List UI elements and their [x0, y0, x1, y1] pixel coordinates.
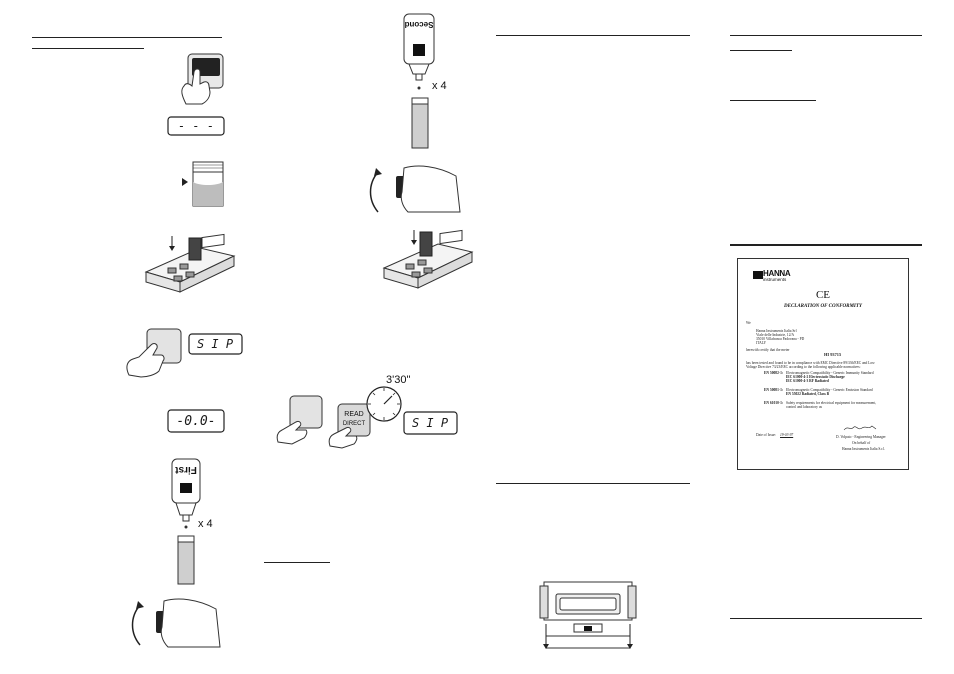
tested-text-1: has been tested and found to be in compl… — [746, 361, 875, 365]
herewith-text: herewith certify that the meter — [746, 348, 790, 352]
second-bottle-label: Second — [404, 20, 433, 29]
hanna-logo-sub: instruments — [763, 277, 787, 282]
declaration-we: We — [746, 321, 751, 325]
signature-icon — [843, 425, 877, 431]
standard-line: Safety requirements for electrical equip… — [786, 401, 877, 405]
standard-line: Electromagnetic Compatibility - Generic … — [786, 371, 874, 375]
model-number: HI 93715 — [824, 352, 842, 357]
standard-line: control and laboratory us — [786, 405, 823, 409]
insert-arrow-icon — [169, 246, 175, 251]
down-arrow-left-icon — [543, 644, 549, 649]
standard-code: EN 50082-1: — [764, 371, 784, 375]
hanna-logo: HANNA — [763, 269, 791, 278]
standard-line: IEC 61000-4-2 Electrostatic Discharge — [786, 375, 845, 379]
lcd-display-dashes: - - - — [167, 116, 225, 136]
timer-clock-icon — [366, 386, 402, 422]
cuvette-filled-illustration — [182, 161, 224, 207]
button-press-illustration — [276, 395, 323, 445]
cuvette-second-illustration — [411, 97, 429, 149]
section-rule-declaration — [730, 244, 922, 246]
section-rule-battery — [496, 483, 690, 484]
lcd-zero-text: -0.0- — [176, 414, 215, 429]
ce-mark: CE — [815, 289, 831, 301]
lcd-display-sip: S I P — [188, 333, 243, 355]
read-label: READ — [344, 411, 363, 418]
heading-underline — [32, 48, 144, 49]
section-rule-col4 — [730, 35, 922, 36]
lcd-dashes-text: - - - — [178, 119, 214, 133]
battery-replacement-illustration — [539, 581, 637, 649]
cuvette-empty-illustration — [177, 535, 195, 585]
first-bottle-label: First — [174, 464, 196, 475]
standard-code: EN 50081-1: — [764, 388, 784, 392]
standard-code: EN 61010-1: — [764, 401, 784, 405]
first-reagent-bottle-illustration: First — [171, 458, 201, 529]
swirl-arrow-icon — [136, 601, 144, 609]
standard-line: EN 55022 Radiated, Class B — [786, 392, 830, 396]
fill-level-arrow-icon — [182, 178, 188, 186]
address-line: Hanna Instruments Italia Srl — [756, 329, 797, 333]
second-reagent-bottle-illustration: Second — [403, 13, 435, 90]
date-value: 19-03-97 — [780, 433, 794, 437]
insert-arrow-second-icon — [411, 240, 417, 245]
standard-line: IEC 61000-4-3 RF Radiated — [786, 379, 829, 383]
heading-underline-col4-a — [730, 50, 792, 51]
heading-underline-col4-b — [730, 100, 816, 101]
second-drops-count: x 4 — [432, 80, 447, 92]
address-line: Viale delle Industrie, 12/A — [756, 333, 795, 337]
meter-insert-cuvette-illustration — [144, 233, 236, 293]
on-behalf-text: On behalf of — [852, 441, 871, 445]
down-arrow-right-icon — [627, 644, 633, 649]
swirl-cuvette-second-illustration — [369, 165, 461, 213]
address-line: ITALY — [756, 341, 767, 345]
zero-button-press-illustration — [126, 328, 182, 378]
timer-label: 3'30" — [386, 374, 411, 386]
signer-name: D. Volpato - Engineering Manager — [836, 435, 886, 439]
lcd-display-zero: -0.0- — [167, 409, 225, 433]
lcd-sip-text: S I P — [197, 337, 234, 351]
power-button-press-illustration — [181, 53, 224, 105]
section-rule-top — [496, 35, 690, 36]
swirl-arrow-second-icon — [374, 168, 382, 176]
address-line: 35010 Villafranca Padovana - PD — [756, 337, 805, 341]
read-direct-button-press-illustration: READ DIRECT — [328, 403, 371, 449]
section-rule-bottom — [730, 618, 922, 619]
lcd-display-sip-second: S I P — [403, 411, 458, 435]
lcd-sip2-text: S I P — [412, 416, 449, 430]
declaration-title: DECLARATION OF CONFORMITY — [784, 304, 862, 309]
hanna-logo-icon — [753, 271, 763, 279]
section-underline — [264, 562, 330, 563]
meter-insert-cuvette-second-illustration — [382, 229, 474, 289]
direct-label: DIRECT — [343, 421, 366, 427]
date-label: Date of Issue: — [756, 433, 776, 437]
tested-text-2: Voltage Directive 73/23/EEC according to… — [746, 365, 861, 369]
first-drops-count: x 4 — [198, 518, 213, 530]
heading-rule — [32, 37, 222, 38]
declaration-of-conformity: HANNA instruments CE DECLARATION OF CONF… — [737, 258, 909, 470]
company-name: Hanna Instruments Italia S.r.l. — [842, 447, 886, 451]
standard-line: Electromagnetic Compatibility - Generic … — [786, 388, 873, 392]
swirl-cuvette-illustration — [131, 598, 221, 648]
